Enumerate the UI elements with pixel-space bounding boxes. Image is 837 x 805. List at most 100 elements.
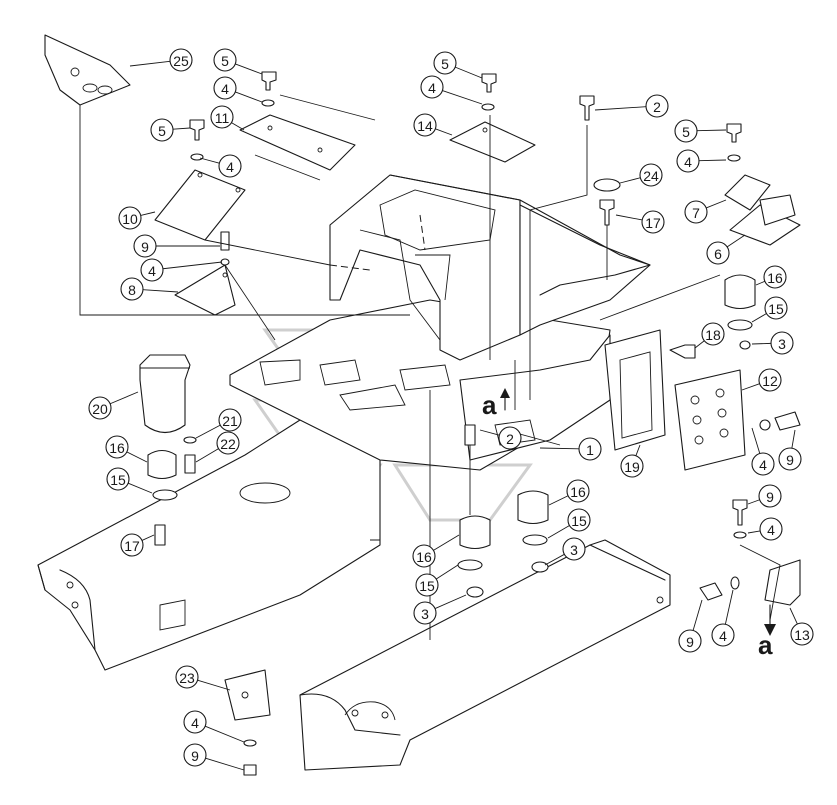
callout-leader	[435, 564, 459, 580]
callout-number: 3	[778, 336, 786, 352]
fasteners	[154, 71, 801, 776]
callout-leader	[162, 261, 223, 270]
callout-leader	[109, 391, 139, 405]
callout-number: 15	[110, 472, 126, 488]
callout-leader	[140, 211, 156, 216]
callout-circle	[562, 537, 586, 561]
view-reference-markers: a a	[482, 388, 776, 660]
callout-c9d: 9	[678, 599, 703, 653]
callout-c4d: 4	[420, 75, 483, 105]
callout-c4c: 4	[140, 258, 223, 282]
callout-c4f: 4	[751, 427, 775, 476]
callout-leader	[706, 199, 727, 209]
callout-leader	[205, 725, 245, 743]
callout-circle	[120, 277, 144, 301]
callout-circle	[213, 76, 237, 100]
callout-number: 4	[226, 159, 234, 175]
callout-leader	[751, 342, 772, 345]
callout-number: 15	[419, 578, 435, 594]
callout-c4e: 4	[676, 149, 727, 173]
callout-number: 8	[128, 282, 136, 298]
callout-circle	[706, 241, 730, 265]
callout-circle	[105, 435, 129, 459]
callout-leader	[751, 313, 767, 323]
callout-circle	[763, 265, 787, 289]
callout-leader	[231, 122, 245, 131]
callout-leader	[197, 679, 231, 691]
callout-leader	[126, 451, 148, 463]
callout-c2a: 2	[594, 94, 669, 118]
view-ref-a-center: a	[482, 390, 497, 420]
view-ref-a-bracket: a	[758, 630, 773, 660]
callout-c4h: 4	[711, 589, 735, 647]
callout-circle	[790, 622, 814, 646]
callout-c16c: 16	[548, 479, 590, 506]
callout-leader	[548, 495, 569, 506]
callout-number: 5	[221, 53, 229, 69]
callout-c24: 24	[619, 163, 663, 187]
part-23-bracket	[224, 669, 271, 721]
callout-number: 9	[191, 748, 199, 764]
callout-number: 10	[122, 211, 138, 227]
callout-circle	[711, 623, 735, 647]
callout-circle	[133, 234, 157, 258]
callout-c16a: 16	[755, 265, 787, 289]
callout-number: 17	[124, 538, 140, 554]
callout-leader	[434, 594, 467, 609]
callout-circle	[413, 601, 437, 625]
callout-circle	[169, 48, 193, 72]
callout-circle	[420, 75, 444, 99]
callout-leader	[479, 429, 500, 436]
callout-circle	[641, 210, 665, 234]
callout-c3a: 3	[751, 331, 794, 355]
main-frame	[37, 174, 671, 771]
callout-c7: 7	[684, 199, 727, 224]
callout-leader	[442, 90, 483, 105]
callout-c4i: 4	[183, 710, 245, 743]
callout-c10: 10	[118, 206, 156, 230]
callout-leader	[726, 234, 746, 248]
callout-c4a: 4	[213, 76, 263, 103]
callout-circle	[701, 322, 725, 346]
callout-number: 18	[705, 327, 721, 343]
part-11-plate	[239, 114, 356, 181]
callout-leader	[172, 127, 191, 130]
callout-circle	[758, 484, 782, 508]
callout-leader	[751, 427, 761, 454]
callout-number: 16	[767, 270, 783, 286]
callout-circle	[684, 200, 708, 224]
callout-number: 21	[222, 413, 238, 429]
callout-circle	[210, 105, 234, 129]
callout-circle	[566, 479, 590, 503]
part-6-7-mount	[724, 174, 801, 246]
callout-circle	[620, 454, 644, 478]
callout-circle	[674, 119, 698, 143]
callout-leader	[635, 444, 641, 456]
callout-circle	[678, 629, 702, 653]
callout-circle	[764, 296, 788, 320]
callout-circle	[218, 408, 242, 432]
callout-number: 9	[141, 239, 149, 255]
callout-c15b: 15	[106, 467, 153, 494]
callout-leader	[195, 448, 219, 463]
callout-circle	[118, 206, 142, 230]
callout-c15c: 15	[547, 508, 591, 539]
callout-circle	[645, 94, 669, 118]
callout-leader	[544, 553, 565, 566]
callout-c5c: 5	[433, 51, 483, 79]
callout-c4b: 4	[199, 154, 242, 178]
callout-leader	[205, 757, 245, 771]
assembly-lines	[79, 94, 781, 640]
callout-leader	[547, 525, 570, 539]
callout-c23: 23	[175, 665, 231, 691]
callout-c14: 14	[413, 113, 453, 137]
callout-number: 4	[191, 715, 199, 731]
rubber-mounts	[147, 274, 756, 571]
callout-c16b: 16	[105, 435, 148, 463]
callout-number: 6	[714, 246, 722, 262]
part-14-plate	[449, 121, 536, 163]
callout-circle	[567, 508, 591, 532]
callout-circle	[770, 331, 794, 355]
callout-number: 16	[416, 549, 432, 565]
callout-c21: 21	[195, 408, 242, 439]
